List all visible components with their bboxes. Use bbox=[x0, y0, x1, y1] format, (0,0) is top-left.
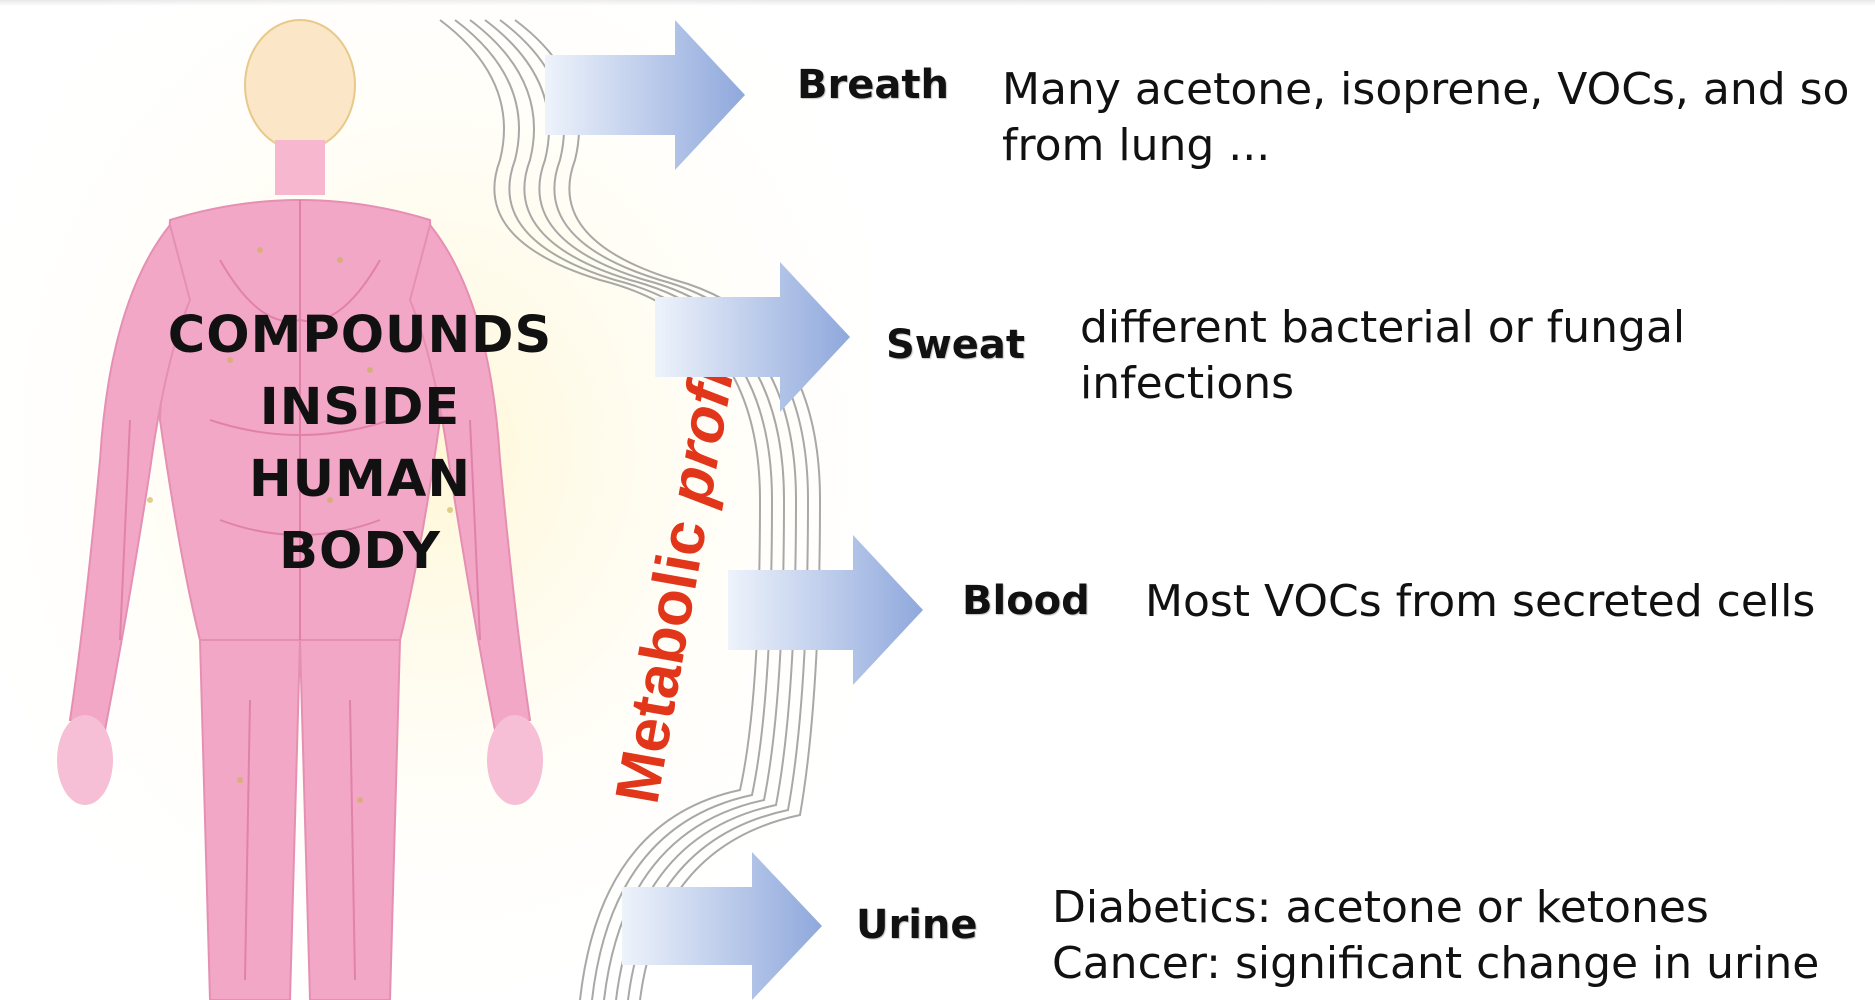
sweat-description: different bacterial or fungal infections bbox=[1080, 300, 1685, 412]
description-line: different bacterial or fungal bbox=[1080, 300, 1685, 356]
urine-label: Urine bbox=[856, 902, 978, 948]
description-line: Most VOCs from secreted cells bbox=[1145, 574, 1815, 630]
head-shape bbox=[245, 20, 355, 150]
body-title-line: INSIDE bbox=[120, 372, 600, 444]
sweat-label: Sweat bbox=[886, 322, 1025, 368]
description-line: infections bbox=[1080, 356, 1685, 412]
body-title-line: COMPOUNDS bbox=[120, 300, 600, 372]
body-title: COMPOUNDS INSIDE HUMAN BODY bbox=[120, 300, 600, 588]
description-line: Diabetics: acetone or ketones bbox=[1052, 880, 1819, 936]
arrow-right-icon bbox=[728, 535, 928, 685]
body-title-line: BODY bbox=[120, 516, 600, 588]
arrow-right-icon bbox=[622, 852, 822, 1000]
blood-label: Blood bbox=[962, 578, 1090, 624]
arrow-right-icon bbox=[545, 20, 745, 170]
body-title-line: HUMAN bbox=[120, 444, 600, 516]
breath-label: Breath bbox=[797, 62, 949, 108]
description-line: Cancer: significant change in urine bbox=[1052, 936, 1819, 992]
breath-description: Many acetone, isoprene, VOCs, and so fro… bbox=[1002, 62, 1849, 174]
description-line: Many acetone, isoprene, VOCs, and so bbox=[1002, 62, 1849, 118]
blood-description: Most VOCs from secreted cells bbox=[1145, 574, 1815, 630]
description-line: from lung ... bbox=[1002, 118, 1849, 174]
arrow-right-icon bbox=[655, 262, 855, 412]
right-hand-shape bbox=[487, 715, 543, 805]
neck-shape bbox=[275, 140, 325, 195]
right-leg-shape bbox=[300, 640, 400, 1000]
left-leg-shape bbox=[200, 640, 300, 1000]
urine-description: Diabetics: acetone or ketones Cancer: si… bbox=[1052, 880, 1819, 992]
left-hand-shape bbox=[57, 715, 113, 805]
